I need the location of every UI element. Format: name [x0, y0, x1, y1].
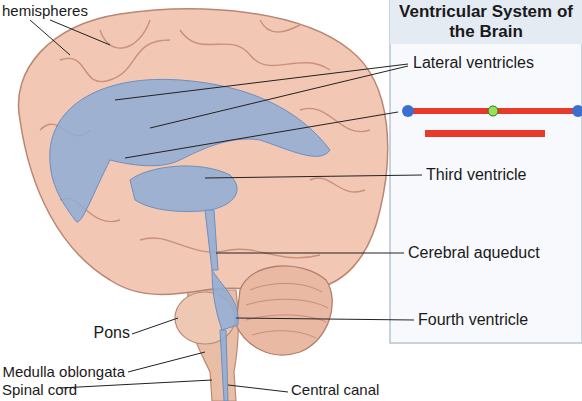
gyri-lines — [40, 20, 370, 258]
legend-panel — [390, 0, 582, 343]
part-label: Cerebral aqueduct — [408, 244, 540, 262]
cerebellum — [236, 266, 332, 355]
part-label: Spinal cord — [2, 381, 77, 399]
panel-header — [390, 0, 582, 44]
part-label: Medulla oblongata — [2, 363, 125, 381]
part-label: Third ventricle — [426, 166, 526, 184]
part-label: Central canal — [291, 381, 379, 399]
part-label: Fourth ventricle — [418, 311, 528, 329]
part-label: Lateral ventricles — [413, 54, 534, 72]
panel-title: Ventricular System of the Brain — [393, 2, 579, 42]
ventricles — [50, 79, 330, 401]
leader-lines — [30, 20, 422, 392]
part-label: hemispheres — [2, 2, 88, 20]
cerebrum — [18, 9, 387, 295]
redaction-marks — [402, 105, 582, 137]
cerebellum-folia — [246, 283, 328, 338]
part-label: Pons — [94, 324, 130, 342]
